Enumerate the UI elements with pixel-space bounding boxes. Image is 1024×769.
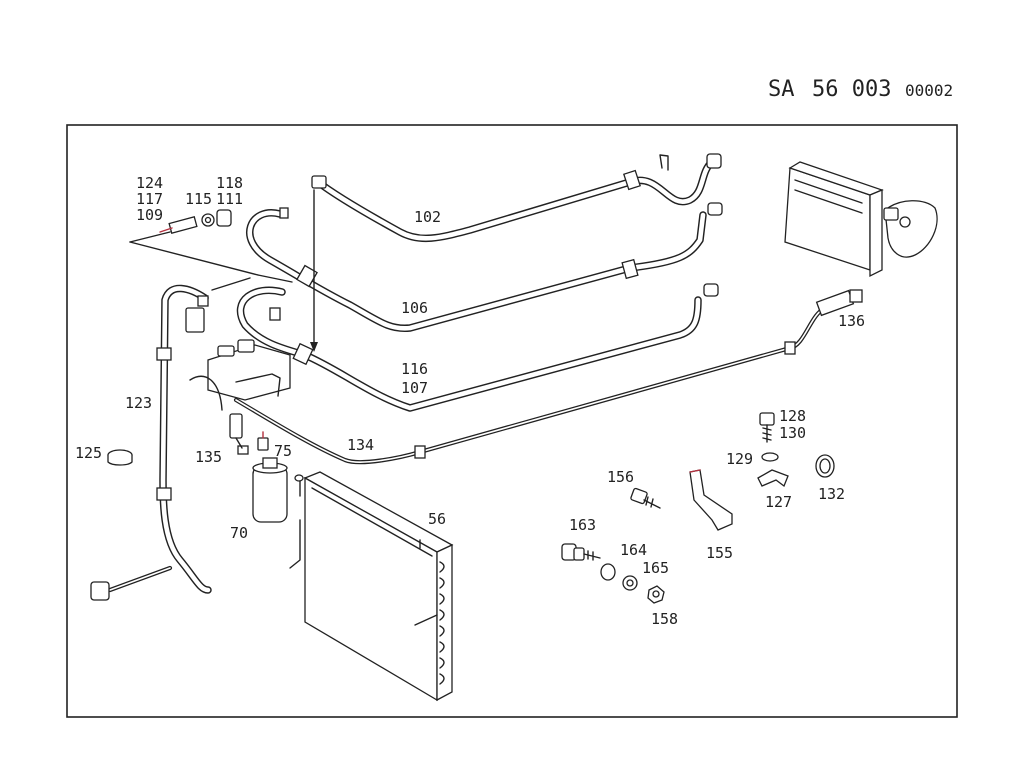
callout-123: 123 bbox=[125, 394, 152, 412]
bolt-128-130 bbox=[759, 412, 775, 443]
callout-132: 132 bbox=[818, 485, 845, 503]
callout-136: 136 bbox=[838, 312, 865, 330]
callout-155: 155 bbox=[706, 544, 733, 562]
compressor bbox=[189, 339, 291, 411]
callout-106: 106 bbox=[401, 299, 428, 317]
condenser-fins bbox=[439, 561, 445, 685]
callout-117: 117 bbox=[136, 190, 163, 208]
header-group-number: 56 003 bbox=[812, 77, 891, 102]
condenser-56 bbox=[289, 471, 454, 702]
leader-lines bbox=[129, 231, 293, 291]
nut-158 bbox=[647, 585, 665, 604]
callout-109: 109 bbox=[136, 206, 163, 224]
callout-135: 135 bbox=[195, 448, 222, 466]
callout-125: 125 bbox=[75, 444, 102, 462]
callout-70: 70 bbox=[230, 524, 248, 542]
ring-115 bbox=[201, 213, 215, 227]
callout-163: 163 bbox=[569, 516, 596, 534]
diagram-frame bbox=[66, 124, 958, 718]
callout-102: 102 bbox=[414, 208, 441, 226]
callout-156: 156 bbox=[607, 468, 634, 486]
callout-75: 75 bbox=[274, 442, 292, 460]
hose-106 bbox=[246, 202, 723, 333]
arrow-indicator bbox=[310, 189, 318, 352]
callout-labels: 124 117 109 115 118 111 102 106 116 107 … bbox=[75, 174, 865, 628]
clip-127 bbox=[757, 469, 789, 488]
callout-165: 165 bbox=[642, 559, 669, 577]
callout-127: 127 bbox=[765, 493, 792, 511]
ring-125 bbox=[107, 449, 133, 466]
hose-116-107 bbox=[236, 283, 719, 412]
callout-56: 56 bbox=[428, 510, 446, 528]
callout-115: 115 bbox=[185, 190, 212, 208]
hose-123 bbox=[90, 284, 212, 601]
screw-156 bbox=[630, 487, 661, 509]
header-prefix: SA bbox=[768, 77, 795, 102]
callout-129: 129 bbox=[726, 450, 753, 468]
valve-124-117-109 bbox=[159, 216, 198, 234]
switch-135 bbox=[229, 413, 249, 455]
callout-128: 128 bbox=[779, 407, 806, 425]
callout-111: 111 bbox=[216, 190, 243, 208]
receiver-drier-70 bbox=[252, 457, 304, 523]
callout-158: 158 bbox=[651, 610, 678, 628]
washer-165 bbox=[622, 575, 638, 591]
hose-102 bbox=[311, 153, 722, 243]
callout-107: 107 bbox=[401, 379, 428, 397]
callout-164: 164 bbox=[620, 541, 647, 559]
callout-130: 130 bbox=[779, 424, 806, 442]
washer-164 bbox=[600, 563, 616, 581]
valve-75 bbox=[257, 431, 269, 451]
evaporator bbox=[784, 161, 938, 278]
callout-134: 134 bbox=[347, 436, 374, 454]
grommet-132 bbox=[815, 454, 835, 478]
callout-124: 124 bbox=[136, 174, 163, 192]
bracket-155 bbox=[689, 469, 733, 531]
line-134 bbox=[233, 289, 863, 465]
washer-129 bbox=[761, 452, 779, 462]
header-sheet-number: 00002 bbox=[905, 81, 953, 100]
callout-116: 116 bbox=[401, 360, 428, 378]
callout-118: 118 bbox=[216, 174, 243, 192]
nut-118-111 bbox=[216, 209, 232, 227]
bolt-163 bbox=[561, 543, 601, 561]
